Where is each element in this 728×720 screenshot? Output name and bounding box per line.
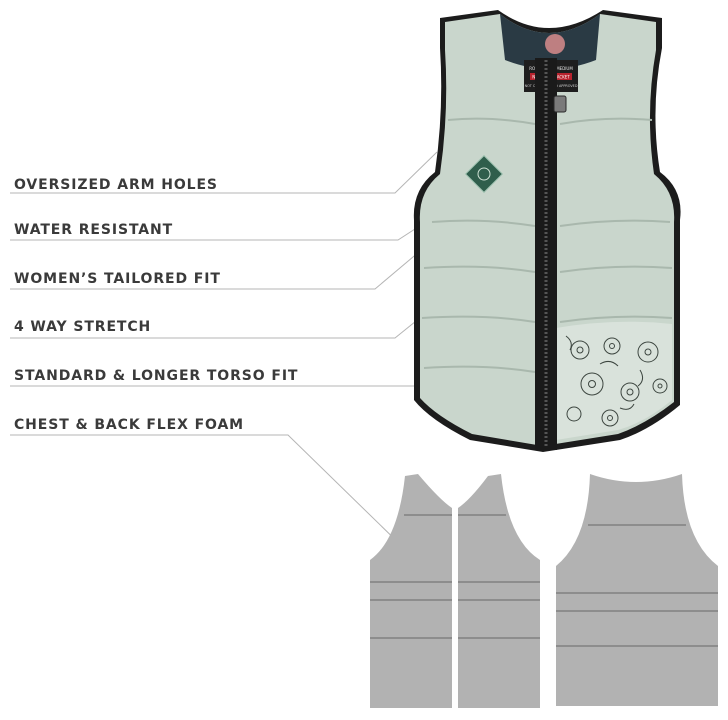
feature-label-arm-holes: OVERSIZED ARM HOLES: [14, 177, 218, 193]
foam-panel-back: [556, 474, 718, 706]
vest-badge-icon: [464, 154, 504, 194]
zipper-tape: [535, 58, 557, 450]
vest: RONIX WAKE MEDIUM NOT A LIFE JACKET NOT …: [413, 10, 681, 452]
feature-label-torso-fit: STANDARD & LONGER TORSO FIT: [14, 368, 299, 384]
feature-label-water-resistant: WATER RESISTANT: [14, 222, 174, 238]
feature-label-stretch: 4 WAY STRETCH: [14, 319, 152, 335]
floral-pattern: [565, 335, 668, 427]
foam-panels: [370, 474, 718, 708]
foam-panel-front-left: [370, 474, 452, 708]
feature-label-tailored-fit: WOMEN’S TAILORED FIT: [14, 271, 221, 287]
feature-label-flex-foam: CHEST & BACK FLEX FOAM: [14, 417, 245, 433]
leader-line-flex-foam: [10, 434, 413, 557]
collar-flower-icon: [545, 34, 565, 54]
leader-line-arm-holes: [10, 151, 438, 194]
zipper-pull: [553, 95, 567, 113]
floral-panel: [556, 321, 672, 440]
vest-channels: [421, 117, 673, 373]
foam-panel-front-right: [458, 474, 540, 708]
